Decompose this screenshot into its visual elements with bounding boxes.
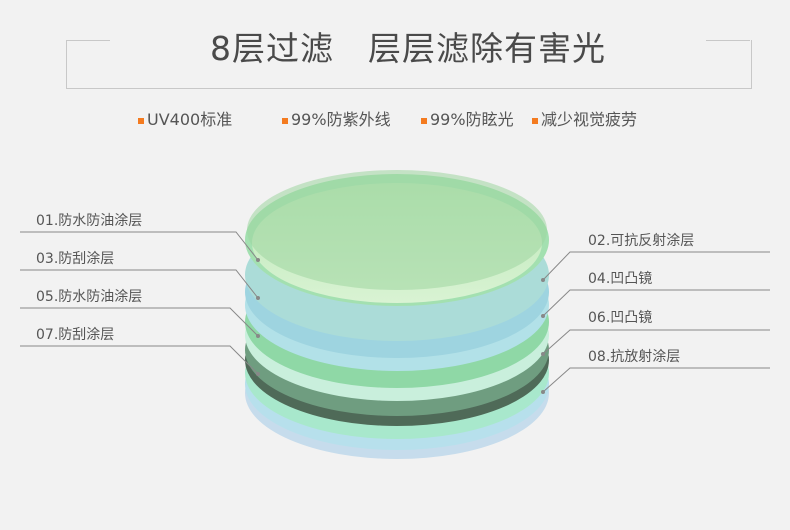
bullet-icon [421,117,427,124]
leader-dot [256,372,260,376]
bullet-icon [138,117,144,124]
leader-line [542,329,770,355]
bullet-icon [532,117,538,124]
bullet-icon [282,117,288,124]
leader-line [542,367,770,393]
feature-item: 减少视觉疲劳 [532,106,637,130]
label-layer-01: 01.防水防油涂层 [36,213,143,229]
leader-dot [541,314,545,318]
leader-line [542,289,770,317]
leader-line [20,307,259,337]
label-layer-06: 06.凹凸镜 [588,310,653,326]
leader-dot [541,278,545,282]
label-layer-03: 03.防刮涂层 [36,251,115,267]
label-layer-04: 04.凹凸镜 [588,271,653,287]
title-frame [66,40,752,89]
feature-item: UV400标准 [138,106,232,130]
label-layer-08: 08.抗放射涂层 [588,349,681,365]
page-title: 8层过滤 层层滤除有害光 [210,29,606,68]
label-layer-07: 07.防刮涂层 [36,327,115,343]
leader-dot [256,296,260,300]
leader-line [20,231,259,261]
feature-item: 99%防紫外线 [282,106,391,130]
leader-dot [256,334,260,338]
feature-item: 99%防眩光 [421,106,514,130]
leader-dot [541,390,545,394]
leader-dot [256,258,260,262]
leader-line [542,251,770,281]
leader-dot [541,352,545,356]
label-layer-05: 05.防水防油涂层 [36,289,143,305]
label-layer-02: 02.可抗反射涂层 [588,233,695,249]
title-frame-top-right [706,40,750,41]
leader-line [20,269,259,299]
title-frame-top-left [66,40,110,41]
layer-01-highlight [247,170,547,290]
leader-line [20,345,259,375]
feature-list: UV400标准 99%防紫外线 99%防眩光 减少视觉疲劳 [0,106,790,130]
